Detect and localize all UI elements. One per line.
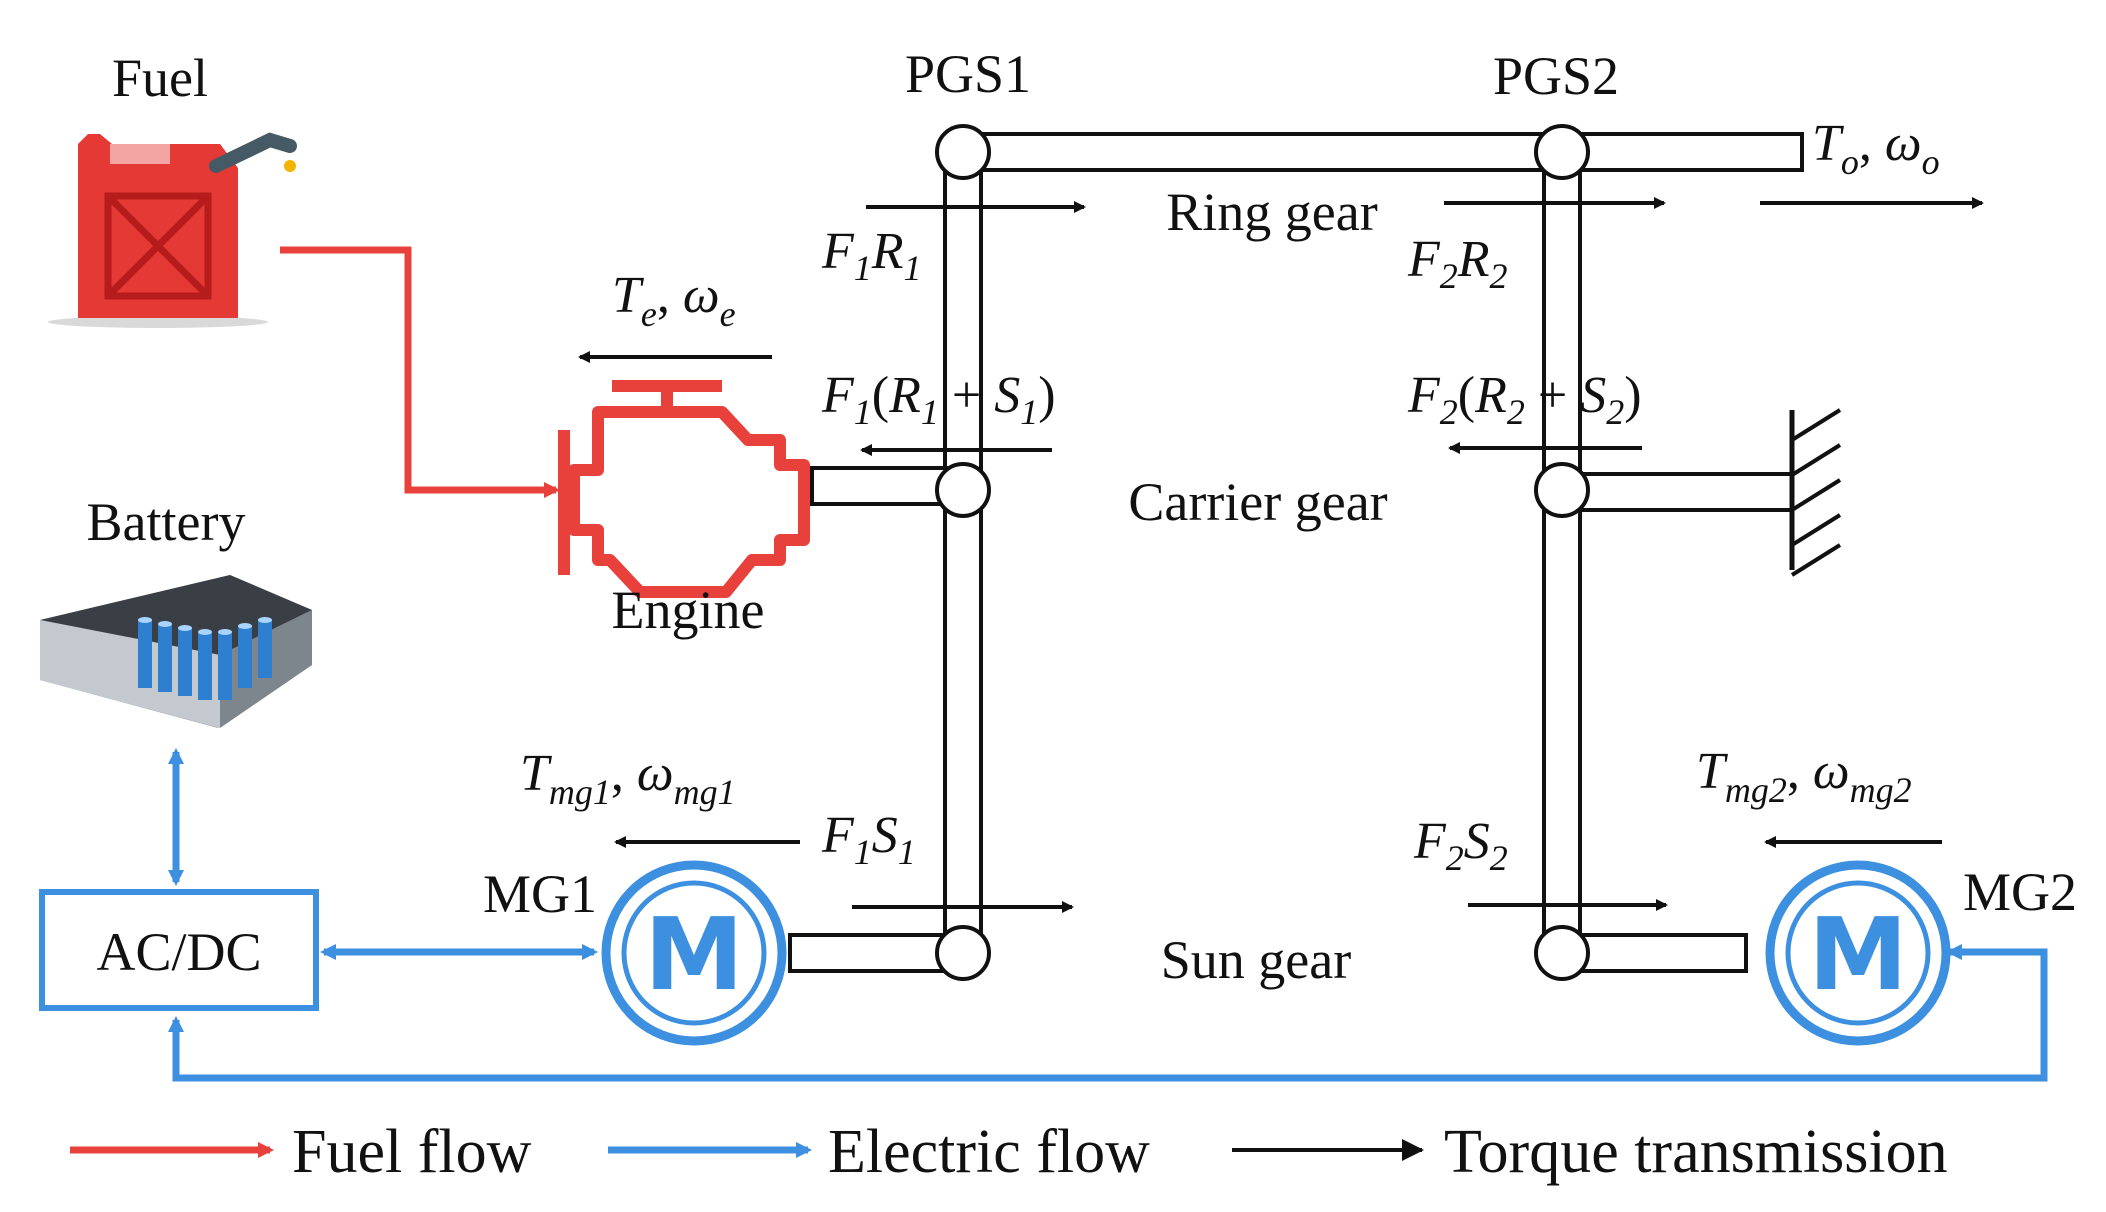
f2-carrier-label: F2(R2 + S2)	[1407, 367, 1642, 432]
legend-fuel-flow-label: Fuel flow	[292, 1118, 532, 1186]
pgs1-label: PGS1	[905, 44, 1031, 104]
pgs1-vertical-shaft	[943, 148, 983, 952]
output-torque-label: To, ωo	[1812, 115, 1940, 182]
mg1-motor-icon: M	[601, 860, 787, 1046]
fuel-flow-line	[280, 246, 560, 498]
mg2-label: MG2	[1963, 862, 2077, 922]
pgs2-label: PGS2	[1493, 46, 1619, 106]
pgs1-sun-node	[935, 925, 991, 981]
battery-pack-icon	[40, 575, 312, 728]
mg2-torque-label: Tmg2, ωmg2	[1696, 743, 1912, 810]
f1-carrier-label: F1(R1 + S1)	[821, 367, 1056, 432]
fuel-can-icon	[48, 132, 297, 328]
engine-icon	[558, 380, 810, 598]
ring-gear-label: Ring gear	[1166, 182, 1377, 242]
pgs2-carrier-node	[1534, 462, 1590, 518]
legend: Fuel flow Electric flow Torque transmiss…	[70, 1118, 1948, 1186]
mg1-torque-label: Tmg1, ωmg1	[520, 745, 736, 812]
pgs1-carrier-node	[935, 462, 991, 518]
pgs2-ring-node	[1534, 124, 1590, 180]
pgs1-ring-node	[935, 124, 991, 180]
acdc-label: AC/DC	[96, 922, 261, 982]
f1r1-label: F1R1	[821, 223, 922, 288]
carrier-gear-label: Carrier gear	[1128, 472, 1387, 532]
ring-gear-shaft	[960, 132, 1804, 172]
pgs2-vertical-shaft	[1542, 148, 1582, 952]
mg1-motor-symbol: M	[644, 896, 744, 1013]
ground-icon	[1789, 408, 1842, 577]
mg1-label: MG1	[483, 864, 597, 924]
pgs2-sun-node	[1534, 925, 1590, 981]
fuel-label: Fuel	[112, 48, 208, 108]
mg2-motor-icon: M	[1765, 860, 1951, 1046]
f2r2-label: F2R2	[1407, 231, 1508, 296]
f2s2-label: F2S2	[1413, 813, 1508, 878]
engine-torque-label: Te, ωe	[612, 267, 736, 334]
f1s1-label: F1S1	[821, 807, 916, 872]
legend-electric-flow-label: Electric flow	[828, 1118, 1150, 1186]
ground-shaft	[1560, 472, 1794, 512]
engine-label: Engine	[612, 580, 765, 640]
acdc-converter: AC/DC	[39, 889, 319, 1011]
legend-torque-transmission-label: Torque transmission	[1444, 1118, 1948, 1186]
mg2-acdc-loop	[168, 944, 2048, 1082]
sun-gear-label: Sun gear	[1161, 930, 1351, 990]
battery-label: Battery	[87, 492, 246, 552]
mg2-motor-symbol: M	[1808, 896, 1908, 1013]
